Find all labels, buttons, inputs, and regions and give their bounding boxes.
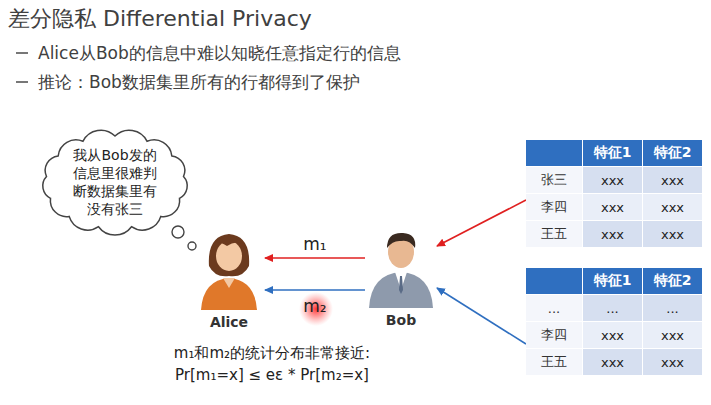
header-cell — [526, 268, 582, 294]
table-grid: 特征1特征2.........李四xxxxxx王五xxxxxx — [526, 268, 702, 375]
hair — [209, 234, 249, 276]
message-label: m₁ — [301, 234, 328, 254]
table-cell: xxx — [583, 221, 642, 247]
header-cell: 特征1 — [583, 268, 642, 294]
thought-text: 我从Bob发的信息里很难判断数据集里有没有张三 — [69, 126, 161, 218]
table-cell: xxx — [643, 349, 702, 375]
table-cell: xxx — [643, 322, 702, 348]
row-name-cell: 张三 — [526, 167, 582, 193]
bullet-dash — [16, 81, 28, 83]
hair — [387, 233, 415, 248]
arrow-connector — [437, 288, 526, 344]
glow-spot — [299, 292, 333, 326]
table-cell: ... — [583, 295, 642, 321]
header-cell — [526, 140, 582, 166]
table-cell: xxx — [583, 322, 642, 348]
thought-bubble: 我从Bob发的信息里很难判断数据集里有没有张三 — [36, 126, 194, 238]
fringe — [215, 236, 243, 246]
arrow-connector — [265, 257, 365, 259]
tie — [399, 276, 403, 294]
cloud-outline — [36, 126, 194, 238]
person-figure: Alice — [193, 226, 265, 334]
person-figure: Bob — [365, 224, 437, 334]
arrow-connector — [437, 200, 526, 246]
row-name-cell: 王五 — [526, 349, 582, 375]
row-name-cell: ... — [526, 295, 582, 321]
bullet-text: Alice从Bob的信息中难以知晓任意指定行的信息 — [38, 42, 401, 65]
formula-text: Pr[m₁=x] ≤ eε * Pr[m₂=x] — [175, 366, 369, 384]
row-name-cell: 王五 — [526, 221, 582, 247]
row-name-cell: 李四 — [526, 194, 582, 220]
bullet-dash — [16, 52, 28, 54]
thought-dot — [188, 242, 196, 250]
table-cell: xxx — [583, 349, 642, 375]
torso — [201, 278, 257, 310]
table-cell: ... — [643, 295, 702, 321]
face — [216, 241, 242, 271]
header-cell: 特征2 — [643, 268, 702, 294]
neck — [223, 278, 235, 288]
table-cell: xxx — [583, 194, 642, 220]
cloud-path — [43, 130, 187, 235]
slide-title: 差分隐私 Differential Privacy — [8, 4, 312, 34]
person-name: Alice — [193, 314, 265, 330]
table-cell: xxx — [643, 167, 702, 193]
table-cell: xxx — [643, 221, 702, 247]
data-table: 特征1特征2.........李四xxxxxx王五xxxxxx — [526, 268, 702, 375]
note-text: m₁和m₂的统计分布非常接近: — [174, 344, 370, 363]
arrow-connector — [265, 289, 365, 291]
table-grid: 特征1特征2张三xxxxxx李四xxxxxx王五xxxxxx — [526, 140, 702, 247]
message-label: m₂ — [301, 296, 328, 316]
header-cell: 特征1 — [583, 140, 642, 166]
header-cell: 特征2 — [643, 140, 702, 166]
data-table: 特征1特征2张三xxxxxx李四xxxxxx王五xxxxxx — [526, 140, 702, 247]
suit — [369, 272, 433, 308]
thought-dot — [172, 226, 184, 238]
table-cell: xxx — [583, 167, 642, 193]
bullet-text: 推论：Bob数据集里所有的行都得到了保护 — [38, 71, 360, 94]
row-name-cell: 李四 — [526, 322, 582, 348]
table-cell: xxx — [643, 194, 702, 220]
person-name: Bob — [365, 312, 437, 328]
